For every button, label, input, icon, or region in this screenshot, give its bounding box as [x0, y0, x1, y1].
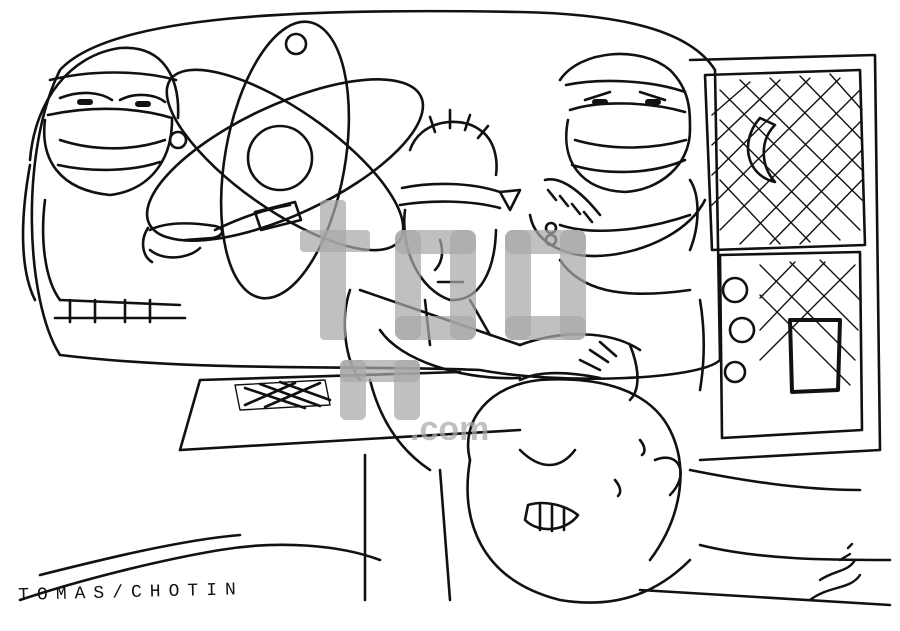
thought-bubble: [30, 9, 722, 381]
couch-lines: [18, 533, 862, 602]
atom-symbol: [145, 20, 425, 300]
left-masked-figure: [21, 46, 224, 324]
viewer-man: [343, 288, 892, 607]
right-masked-figure: [528, 52, 707, 296]
tv-set: [688, 53, 882, 462]
tv-crosshatch: [711, 73, 863, 394]
